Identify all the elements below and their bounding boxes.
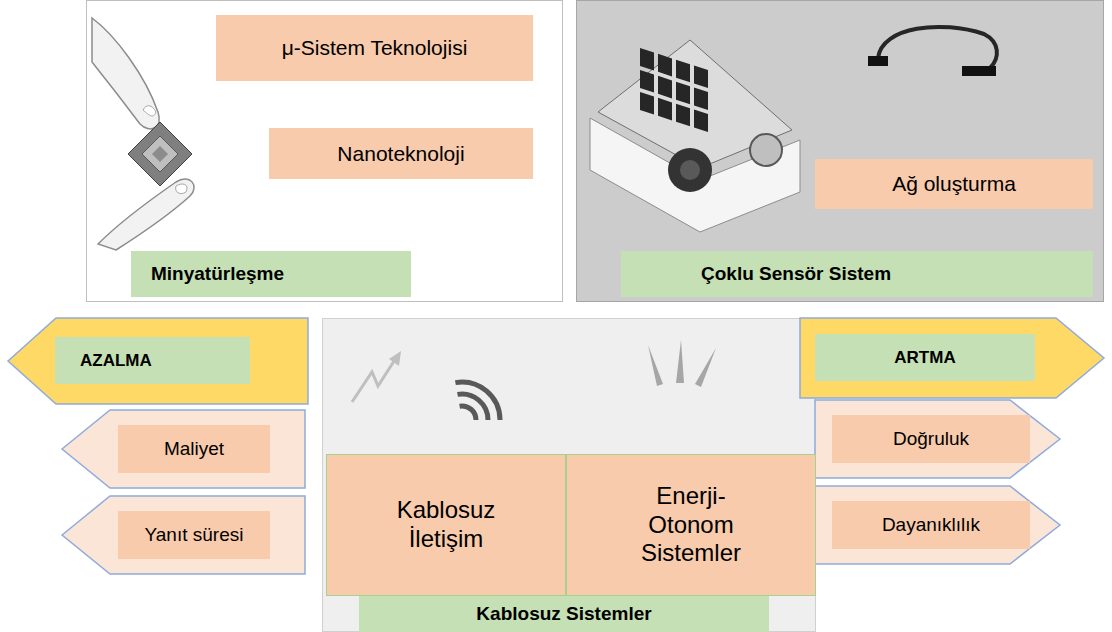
arrow-shape [815, 400, 1060, 478]
feature-box: Enerji-Otonom Sistemler [566, 454, 816, 596]
chip [128, 122, 192, 186]
fingernail [176, 184, 187, 194]
arrow-shape [815, 486, 1060, 564]
decrease-item-arrow: Yanıt süresi [62, 496, 305, 574]
increase-item-arrow: Doğruluk [815, 400, 1060, 478]
panel-ground [86, 0, 563, 302]
wireless-icons [352, 340, 716, 420]
increase-item-arrow: Dayanıklılık [815, 486, 1060, 564]
cable-plug [962, 66, 996, 76]
arrow-label: Yanıt süresi [118, 511, 270, 559]
panel: Kablosuz Sistemler Kablosuz İletişim Enerj… [322, 318, 816, 632]
increase-arrow: ARTMA [800, 318, 1104, 398]
spike-symbol [676, 340, 684, 383]
arrow-shape [800, 318, 1104, 398]
box-text: μ-Sistem Teknolojisi [274, 31, 476, 64]
box-text: Enerji-Otonom Sistemler [626, 478, 756, 572]
connector-grid [640, 48, 708, 132]
ribbon-cable [878, 27, 997, 68]
feature-box: Kablosuz İletişim [326, 454, 566, 596]
box-text: Ağ oluşturma [884, 167, 1024, 200]
decrease-item-arrow: Maliyet [62, 410, 305, 488]
finger [98, 179, 194, 250]
box-text: Kablosuz İletişim [371, 492, 521, 558]
arrow-shape [62, 410, 305, 488]
spike-symbol [695, 348, 716, 387]
wave-arc [460, 406, 476, 420]
arrow-shape [8, 318, 308, 404]
arrow-heading: AZALMA [55, 337, 250, 384]
spike-symbol [648, 345, 663, 386]
panel: Minyatürleşme μ-Sistem TeknolojisiNanotek… [86, 0, 563, 302]
lightning-symbol [352, 358, 396, 402]
speaker [668, 148, 712, 192]
arrow-label: Maliyet [118, 425, 270, 473]
wave-arc [455, 382, 500, 420]
hand-chip-picture [92, 18, 194, 250]
finger [92, 18, 159, 129]
arrow-heading: ARTMA [815, 334, 1035, 381]
cable-plug [868, 56, 888, 66]
fingernail [143, 106, 156, 116]
speaker-core [680, 160, 700, 180]
arrow-label: Doğruluk [832, 415, 1030, 463]
panel-ground [576, 0, 1104, 302]
panel-heading: Minyatürleşme [131, 251, 411, 297]
chip-core [142, 136, 178, 172]
box-text: Nanoteknoloji [329, 137, 472, 170]
sensor-disc [750, 134, 782, 166]
arrow-shape [62, 496, 305, 574]
panel-heading: Çoklu Sensör Sistem [621, 251, 1093, 297]
panel: Çoklu Sensör Sistem Ağ oluşturma [576, 0, 1104, 302]
lightning-head [389, 351, 401, 366]
panel-heading: Kablosuz Sistemler [359, 596, 769, 632]
decrease-arrow: AZALMA [8, 318, 308, 404]
arrow-label: Dayanıklılık [832, 501, 1030, 549]
wave-arc [458, 394, 489, 420]
label-box: Ağ oluşturma [815, 159, 1093, 209]
panel-ground [322, 318, 816, 632]
label-box: Nanoteknoloji [269, 128, 533, 179]
label-box: μ-Sistem Teknolojisi [216, 15, 533, 81]
chip-die [152, 146, 168, 162]
